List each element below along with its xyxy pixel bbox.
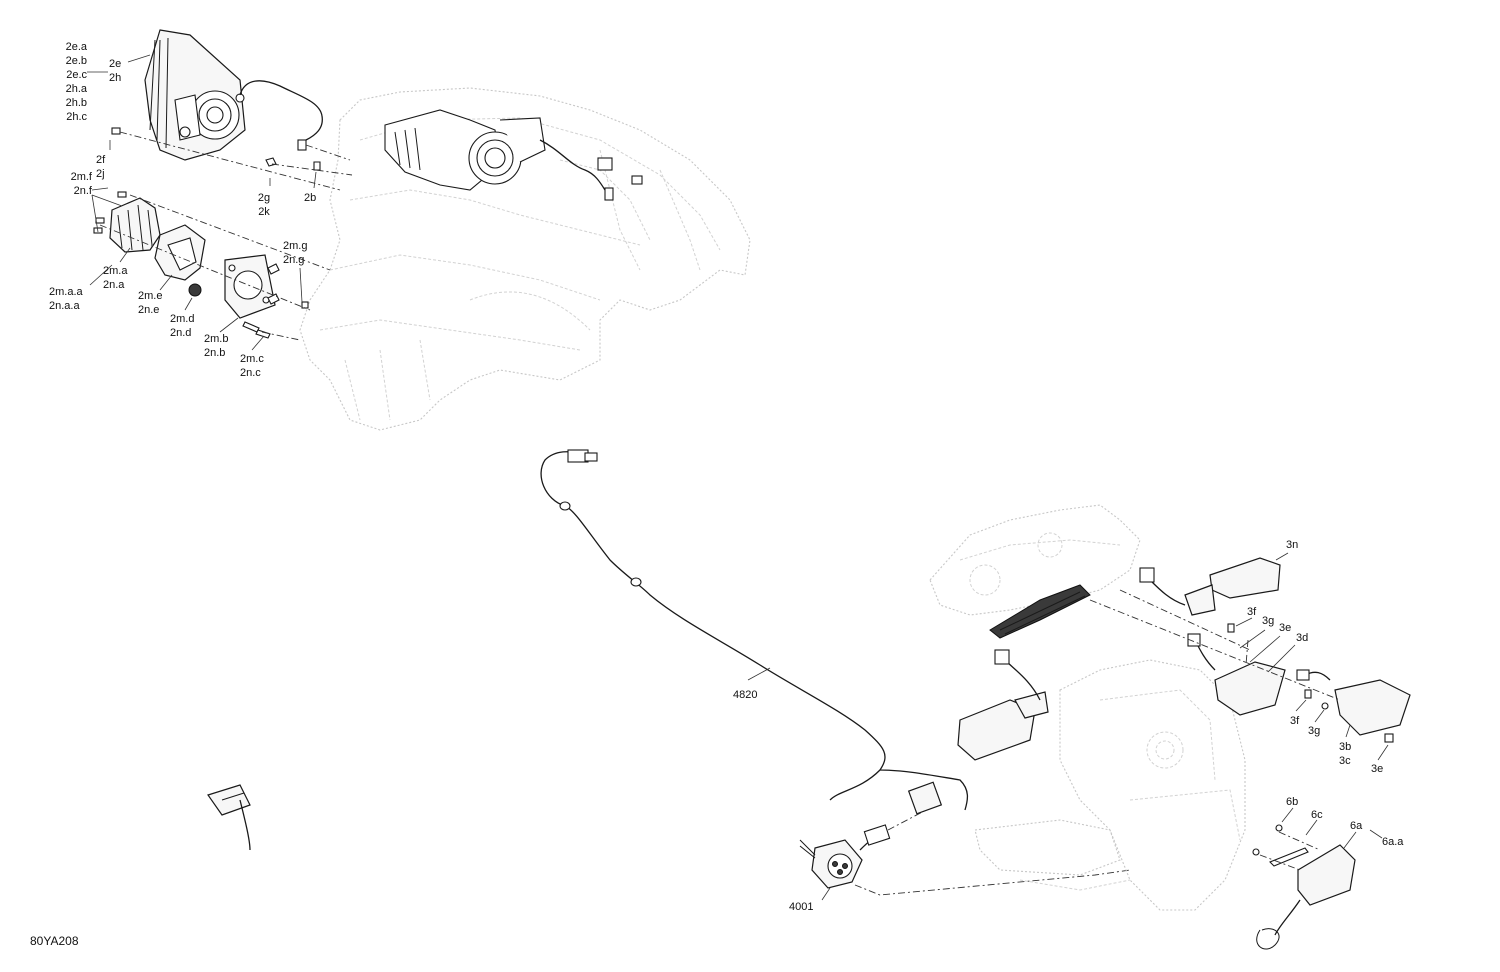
ignition-switch-4001: [799, 781, 1131, 896]
callout-6c: 6c: [1311, 809, 1323, 821]
callout-3f-top: 3f: [1247, 606, 1257, 618]
callout-2g: 2g 2k: [257, 192, 271, 218]
callout-6a: 6a: [1350, 820, 1363, 832]
led-module-exploded: [93, 191, 331, 341]
callout-2m-c: 2m.c 2n.c: [240, 353, 264, 379]
callout-3b: 3b 3c: [1339, 741, 1352, 767]
callout-2f: 2f 2j: [96, 154, 106, 180]
callout-6a-a: 6a.a: [1382, 836, 1404, 848]
callout-3e-bottom: 3e: [1371, 763, 1384, 775]
diagram-reference-code: 80YA208: [30, 934, 79, 948]
callout-2m-e: 2m.e 2n.e: [138, 290, 163, 316]
callout-3f-bottom: 3f: [1290, 715, 1300, 727]
callout-2m-d: 2m.d 2n.d: [170, 313, 195, 339]
callout-2m-a: 2m.a 2n.a: [103, 265, 128, 291]
rear-lights-exploded: [957, 557, 1411, 761]
callout-2b: 2b: [304, 192, 317, 204]
installed-headlight: [384, 109, 643, 201]
callout-4820: 4820: [733, 689, 758, 701]
callout-4001: 4001: [789, 901, 814, 913]
callout-3g-top: 3g: [1262, 615, 1275, 627]
callout-2m-g: 2m.g 2n.g: [283, 240, 308, 266]
callout-6b: 6b: [1286, 796, 1299, 808]
license-light-6a: [1252, 824, 1356, 950]
callout-3g-bottom: 3g: [1308, 725, 1321, 737]
callout-3d: 3d: [1296, 632, 1309, 644]
callout-3n: 3n: [1286, 539, 1299, 551]
callout-2e: 2e 2h: [109, 58, 122, 84]
headlight-assembly-exploded: [111, 29, 353, 191]
callout-2m-b: 2m.b 2n.b: [204, 333, 229, 359]
callout-2m-a-a: 2m.a.a 2n.a.a: [49, 286, 83, 312]
rear-frame-ghost: [929, 504, 1246, 911]
callout-3e-top: 3e: [1279, 622, 1292, 634]
callout-2e-group: 2e.a 2e.b 2e.c 2h.a 2h.b 2h.c: [65, 41, 87, 123]
wiring-harness-4820: [207, 449, 969, 851]
callout-2m-f: 2m.f 2n.f: [70, 171, 92, 197]
leader-lines: [87, 54, 1389, 901]
